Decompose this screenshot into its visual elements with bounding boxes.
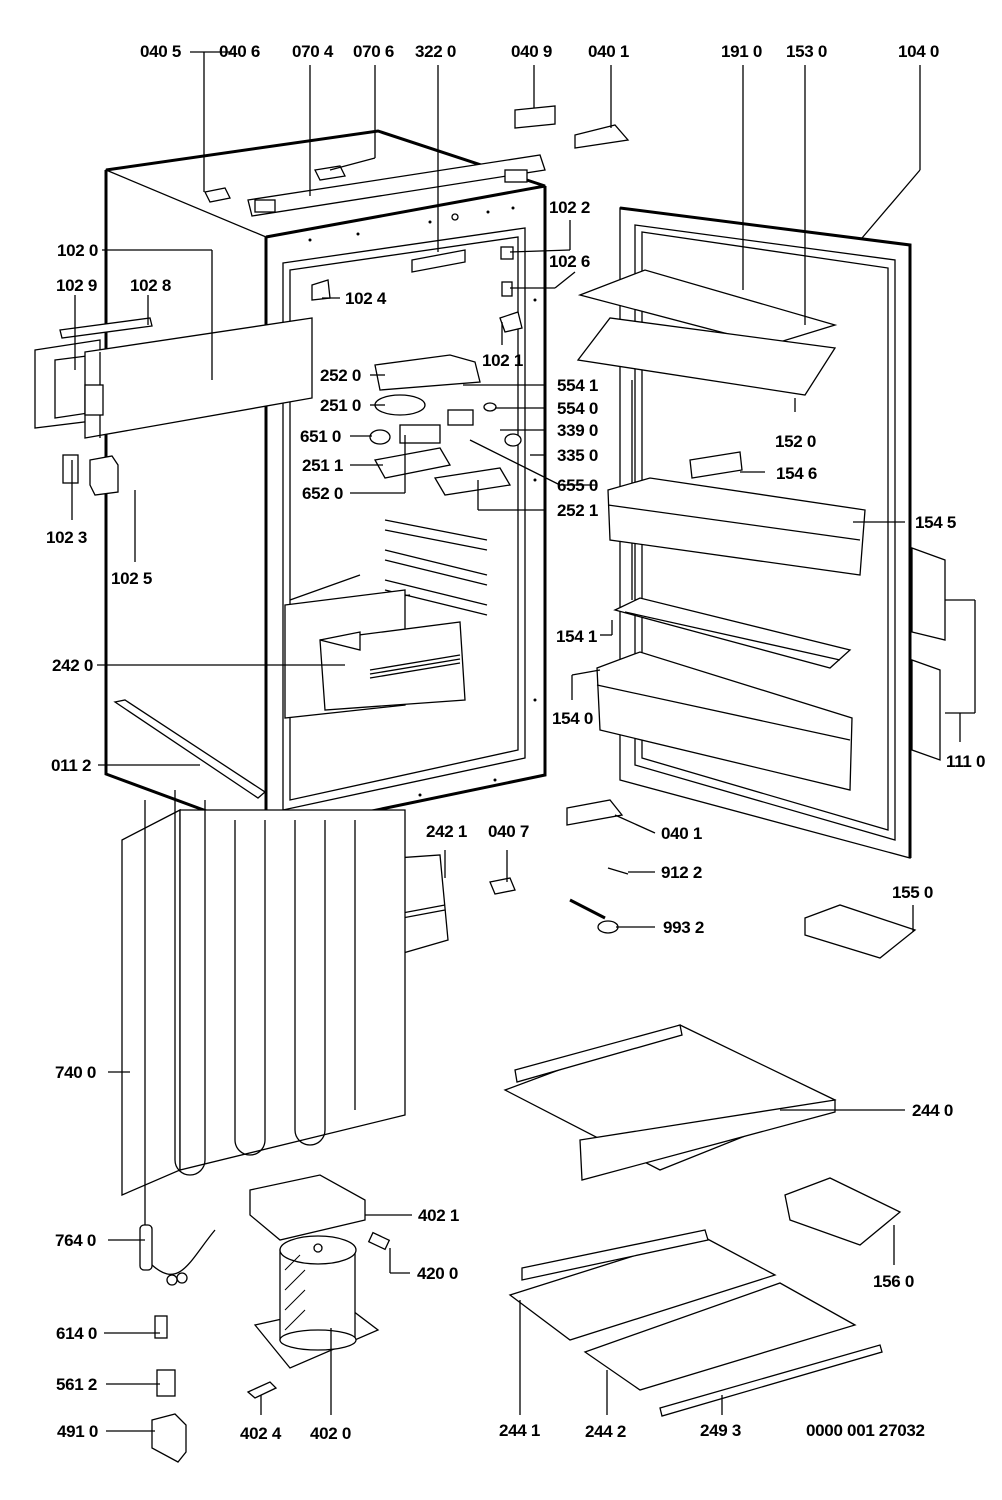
- part-label-0401-top: 040 1: [588, 42, 630, 61]
- part-label-6520: 652 0: [302, 484, 344, 503]
- part-label-1520: 152 0: [775, 432, 817, 451]
- part-label-4020: 402 0: [310, 1424, 352, 1443]
- part-label-0405: 040 5: [140, 42, 182, 61]
- part-label-6550: 655 0: [557, 476, 599, 495]
- lamp-9932: [569, 898, 619, 934]
- part-label-4200: 420 0: [417, 1264, 459, 1283]
- part-label-1910: 191 0: [721, 42, 763, 61]
- relay-4200: [367, 1231, 391, 1251]
- shelf-2442: [583, 1282, 857, 1391]
- part-label-1540: 154 0: [552, 709, 594, 728]
- part-label-1020: 102 0: [57, 241, 99, 260]
- part-label-1028: 102 8: [130, 276, 172, 295]
- rail-0112: [113, 699, 267, 799]
- cover-4910: [151, 1413, 187, 1463]
- part-label-4024: 402 4: [240, 1424, 282, 1443]
- drawing-number: 0000 001 27032: [806, 1421, 925, 1440]
- part-5612: [156, 1369, 176, 1397]
- strip-2493: [659, 1344, 883, 1417]
- part-label-0112: 011 2: [51, 756, 92, 775]
- cover-1025: [89, 455, 119, 496]
- part-label-3350: 335 0: [557, 446, 599, 465]
- decor-panel: [34, 317, 313, 439]
- part-label-0706: 070 6: [353, 42, 395, 61]
- part-label-5541: 554 1: [557, 376, 599, 395]
- part-label-5540: 554 0: [557, 399, 599, 418]
- part-label-2510: 251 0: [320, 396, 362, 415]
- part-label-9932: 993 2: [663, 918, 705, 937]
- compressor: [253, 1235, 380, 1369]
- bracket-4021: [249, 1174, 366, 1241]
- part-label-1029: 102 9: [56, 276, 98, 295]
- crisper-box: [284, 589, 466, 719]
- part-label-1110: 111 0: [946, 752, 986, 771]
- thermostat-assembly: [369, 354, 522, 496]
- part-label-7400: 740 0: [55, 1063, 97, 1082]
- part-label-1560: 156 0: [873, 1272, 915, 1291]
- part-label-4021: 402 1: [418, 1206, 460, 1225]
- hinge-0401-top: [574, 124, 630, 149]
- bracket-3220: [411, 249, 466, 273]
- hinge-pin-1022: [500, 246, 514, 260]
- hinge-1023: [62, 454, 79, 484]
- part-label-2520: 252 0: [320, 366, 362, 385]
- part-label-6140: 614 0: [56, 1324, 98, 1343]
- part-label-3220: 322 0: [415, 42, 457, 61]
- ice-tray-1560: [784, 1177, 902, 1246]
- part-label-6510: 651 0: [300, 427, 342, 446]
- part-label-1022: 102 2: [549, 198, 591, 217]
- shelf-2440: [503, 1024, 837, 1181]
- door-shelves: [576, 269, 946, 791]
- part-label-2493: 249 3: [700, 1421, 742, 1440]
- part-label-0401-bottom: 040 1: [661, 824, 703, 843]
- screw-9122: [607, 867, 629, 875]
- hinge-1026: [501, 281, 513, 297]
- leader-lines: [71, 51, 976, 1432]
- condenser: [121, 790, 406, 1230]
- hinge-0401-bottom: [566, 799, 624, 826]
- clip-0406: [204, 187, 231, 203]
- part-label-1550: 155 0: [892, 883, 934, 902]
- part-label-1023: 102 3: [46, 528, 88, 547]
- part-label-2420: 242 0: [52, 656, 94, 675]
- clip-4024: [246, 1381, 278, 1399]
- part-label-2441: 244 1: [499, 1421, 541, 1440]
- foot-0407: [489, 877, 516, 895]
- part-label-2511: 251 1: [302, 456, 344, 475]
- part-label-0409: 040 9: [511, 42, 553, 61]
- part-label-1021: 102 1: [482, 351, 524, 370]
- shelf-2441: [508, 1229, 777, 1341]
- part-label-1545: 154 5: [915, 513, 957, 532]
- part-label-1026: 102 6: [549, 252, 591, 271]
- part-label-1530: 153 0: [786, 42, 828, 61]
- dryer: [139, 1224, 216, 1286]
- part-label-0406: 040 6: [219, 42, 261, 61]
- part-label-1024: 102 4: [345, 289, 387, 308]
- part-label-2521: 252 1: [557, 501, 599, 520]
- part-label-0407: 040 7: [488, 822, 530, 841]
- part-label-1546: 154 6: [776, 464, 818, 483]
- part-label-4910: 491 0: [57, 1422, 99, 1441]
- part-label-7640: 764 0: [55, 1231, 97, 1250]
- part-label-1025: 102 5: [111, 569, 153, 588]
- hinge-1021: [499, 311, 523, 333]
- plate-0409: [514, 105, 556, 129]
- part-label-0704: 070 4: [292, 42, 334, 61]
- part-label-9122: 912 2: [661, 863, 703, 882]
- part-label-1040: 104 0: [898, 42, 940, 61]
- top-vent-strip: [247, 154, 546, 217]
- part-label-1541: 154 1: [556, 627, 598, 646]
- part-6140: [154, 1315, 168, 1339]
- part-label-2421: 242 1: [426, 822, 468, 841]
- part-label-5612: 561 2: [56, 1375, 98, 1394]
- clip-0706: [314, 165, 346, 181]
- egg-tray-1550: [804, 904, 917, 959]
- part-label-2440: 244 0: [912, 1101, 954, 1120]
- part-label-3390: 339 0: [557, 421, 599, 440]
- part-label-2442: 244 2: [585, 1422, 627, 1441]
